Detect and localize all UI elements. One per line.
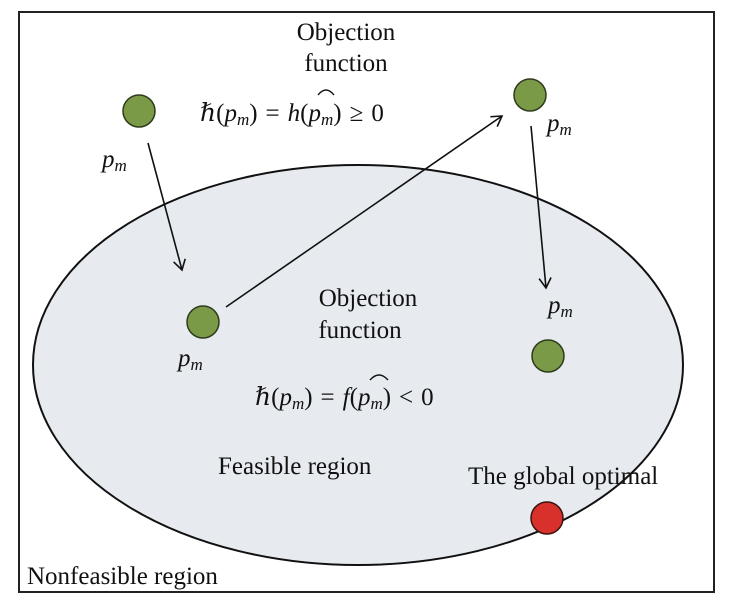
pm-label-top-right: pm	[545, 110, 572, 139]
feasible-region-label: Feasible region	[218, 453, 372, 480]
nonfeasible-region-label: Nonfeasible region	[27, 563, 218, 590]
pm-label-inner-right: pm	[546, 292, 573, 321]
top-objection-title-line1: Objection	[297, 19, 396, 46]
global-optimal-label: The global optimal	[468, 463, 658, 490]
point-pm-top-left	[122, 94, 156, 128]
arrow-inner-to-top-right	[225, 115, 504, 308]
hat-h	[317, 89, 335, 96]
feasible-region-ellipse	[32, 164, 684, 566]
arrow-top-right-to-inner	[530, 125, 552, 290]
formula-nonfeasible: ℏ(pm)=h(pm)≥0	[200, 100, 384, 129]
pm-label-inner-left: pm	[176, 345, 203, 374]
point-pm-inner-left	[186, 305, 220, 339]
outer-frame	[18, 11, 715, 593]
point-pm-inner-right	[531, 339, 565, 373]
point-pm-top-right	[513, 78, 547, 112]
arrow-top-left-to-inner	[147, 142, 186, 272]
point-global-optimal	[530, 501, 564, 535]
hat-f	[369, 374, 389, 381]
pm-label-top-left: pm	[100, 146, 127, 175]
inner-objection-title-line1: Objection	[319, 285, 418, 312]
inner-objection-title-line2: function	[318, 317, 402, 344]
formula-feasible: ℏ(pm)=f(pm)<0	[255, 384, 434, 413]
top-objection-title-line2: function	[304, 50, 388, 77]
